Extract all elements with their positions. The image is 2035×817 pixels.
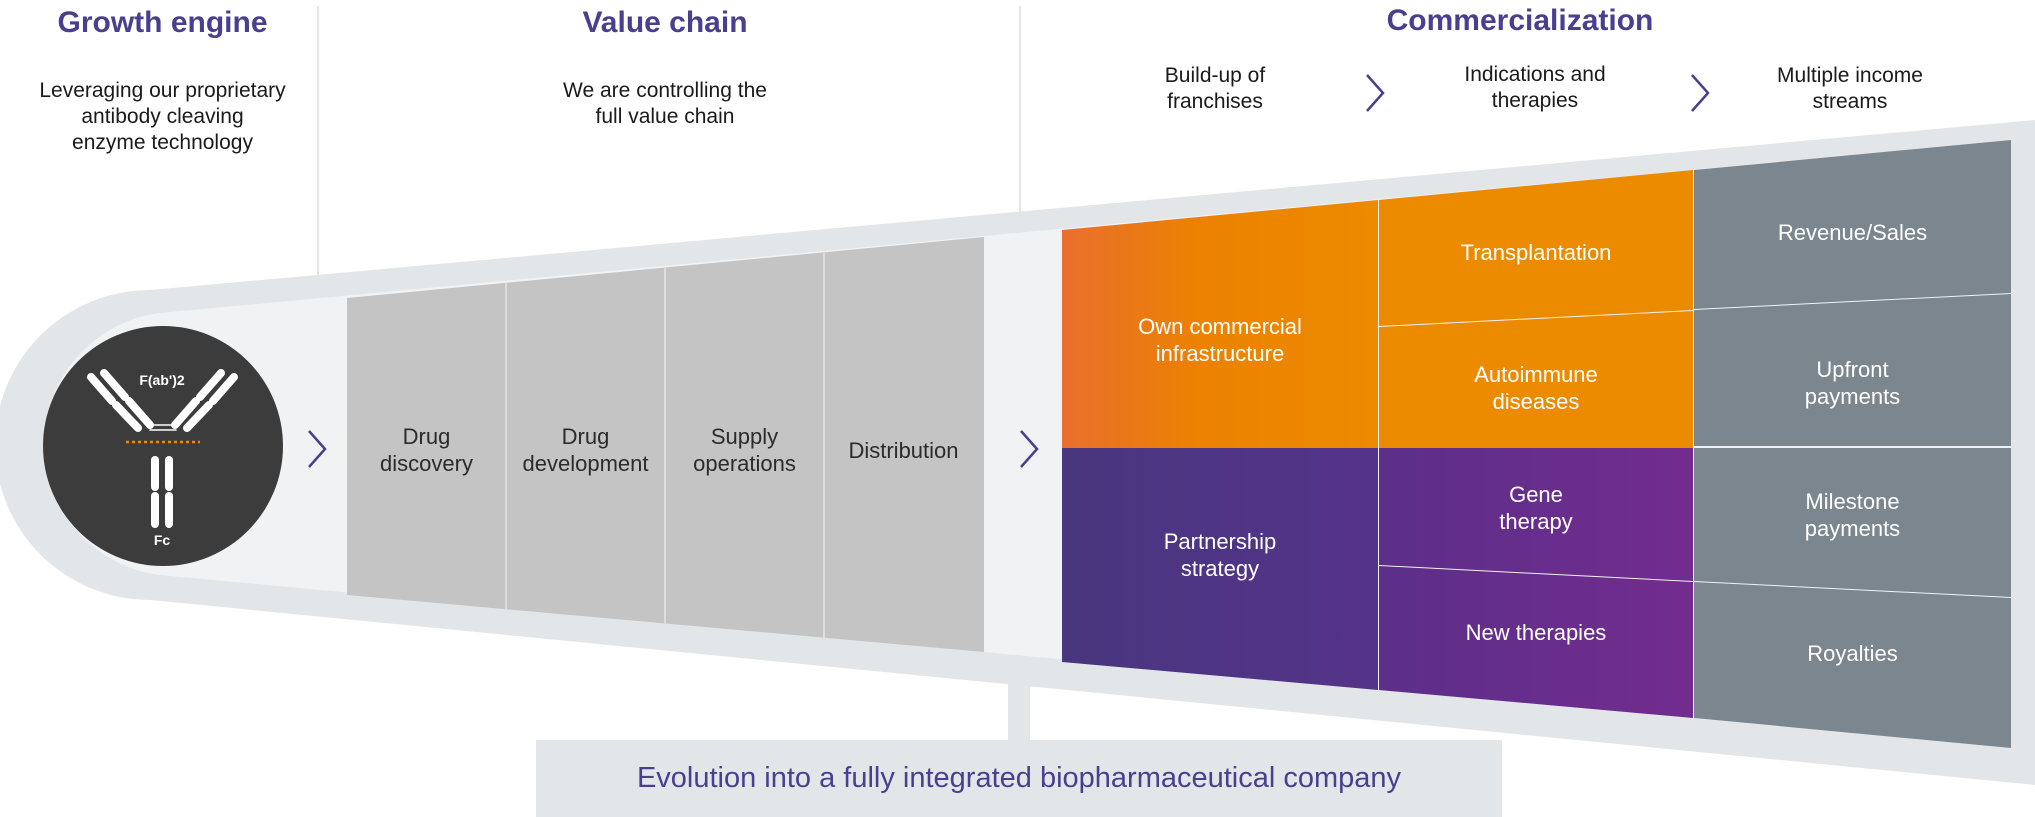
revenue-block bbox=[1694, 140, 2011, 309]
value-chain-subtitle: We are controlling the full value chain bbox=[563, 79, 767, 128]
income-royalties: Royalties bbox=[1807, 641, 1898, 666]
antibody-circle bbox=[43, 326, 283, 566]
indication-autoimmune: Autoimmune diseases bbox=[1474, 361, 1598, 414]
antibody-icon bbox=[87, 369, 238, 528]
growth-engine-subtitle: Leveraging our proprietary antibody clea… bbox=[39, 79, 286, 154]
footer-text: Evolution into a fully integrated biopha… bbox=[636, 762, 1402, 794]
arrow-to-commercialization bbox=[1020, 430, 1039, 468]
arrow-to-value-chain bbox=[308, 430, 327, 468]
royalties-block bbox=[1694, 582, 2011, 748]
footer-banner: Evolution into a fully integrated biopha… bbox=[536, 740, 1502, 817]
divider-growth-value bbox=[317, 6, 319, 283]
fc-label: Fc bbox=[154, 532, 171, 548]
transplantation-block bbox=[1379, 170, 1693, 326]
growth-engine-title: Growth engine bbox=[57, 6, 268, 39]
divider-value-commercial bbox=[1019, 6, 1021, 214]
indication-gene-therapy: Gene therapy bbox=[1499, 481, 1573, 534]
commercialization-title: Commercialization bbox=[1386, 4, 1654, 37]
step-buildup-franchises: Build-up of franchises bbox=[1164, 64, 1266, 113]
income-upfront-payments: Upfront payments bbox=[1804, 356, 1901, 409]
upfront-block bbox=[1694, 294, 2011, 446]
value-chain-title: Value chain bbox=[582, 6, 748, 39]
indication-transplantation: Transplantation bbox=[1460, 240, 1612, 265]
arrow-step-1 bbox=[1366, 74, 1385, 112]
value-chain-drug-discovery: Drug discovery bbox=[380, 424, 473, 476]
partnership-block bbox=[1062, 448, 1378, 690]
autoimmune-block bbox=[1379, 311, 1693, 448]
gene-therapy-block bbox=[1379, 448, 1693, 581]
fab-label: F(ab')2 bbox=[139, 372, 185, 388]
value-chain-supply-operations: Supply operations bbox=[693, 424, 796, 476]
footer-connector bbox=[1008, 680, 1030, 742]
step-income-streams: Multiple income streams bbox=[1777, 64, 1923, 113]
franchise-partnership: Partnership strategy bbox=[1163, 529, 1277, 581]
income-milestone-payments: Milestone payments bbox=[1804, 488, 1901, 541]
own-commercial-block bbox=[1062, 200, 1378, 448]
step-indications-therapies: Indications and therapies bbox=[1464, 63, 1606, 112]
indication-new-therapies: New therapies bbox=[1465, 620, 1607, 645]
new-therapies-block bbox=[1379, 566, 1693, 718]
income-revenue-sales: Revenue/Sales bbox=[1777, 220, 1928, 245]
franchise-own-commercial: Own commercial infrastructure bbox=[1138, 314, 1302, 366]
arrow-step-2 bbox=[1691, 74, 1710, 112]
milestone-block bbox=[1694, 448, 2011, 597]
value-chain-drug-development: Drug development bbox=[522, 424, 649, 476]
value-chain-distribution: Distribution bbox=[848, 437, 959, 463]
